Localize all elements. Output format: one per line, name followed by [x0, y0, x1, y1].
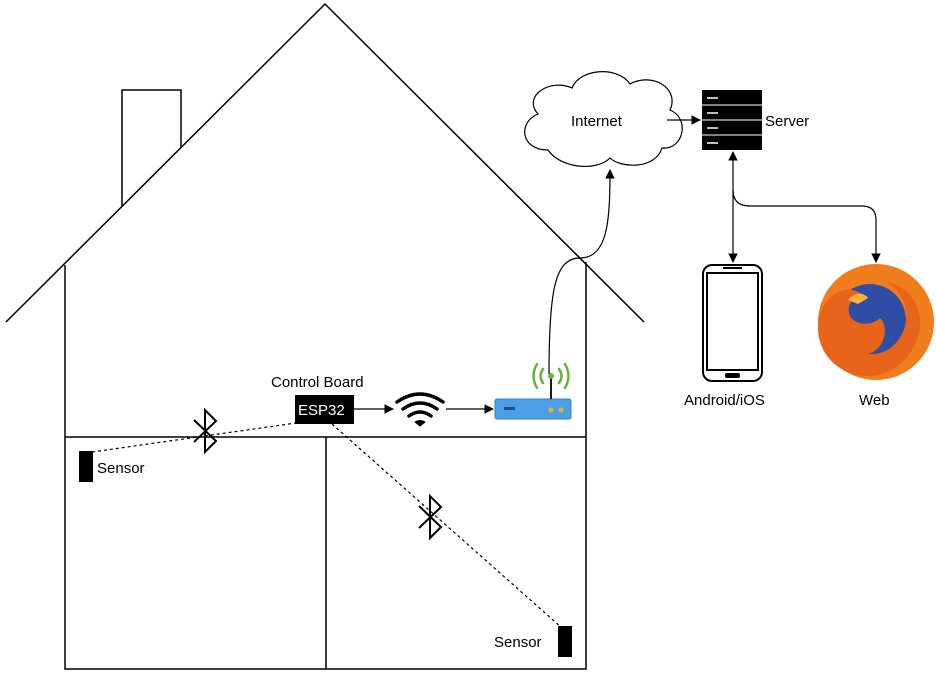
- firefox-icon: [818, 264, 934, 380]
- sensor-left-label: Sensor: [97, 460, 145, 477]
- wifi-icon: [395, 392, 445, 427]
- bluetooth-links: [91, 422, 563, 629]
- cloud-icon: [524, 71, 683, 167]
- bluetooth-link-right: [331, 423, 563, 629]
- link-server-web: [732, 189, 881, 263]
- sensor-right-device: [558, 626, 572, 657]
- server-icon: [702, 90, 762, 150]
- house-roof: [5, 2, 645, 323]
- esp32-label: ESP32: [298, 402, 345, 419]
- house: [5, 2, 645, 670]
- esp32-chip: [295, 395, 354, 424]
- bluetooth-icon: [193, 407, 218, 455]
- router-icon: [494, 362, 572, 420]
- bluetooth-icon: [418, 493, 443, 541]
- control-board-label: Control Board: [271, 374, 364, 391]
- link-router-internet: [548, 169, 615, 375]
- android-ios-label: Android/iOS: [684, 392, 765, 409]
- bluetooth-link-left: [91, 422, 297, 453]
- server-label: Server: [765, 113, 809, 130]
- chimney: [121, 89, 182, 206]
- sensor-right-label: Sensor: [494, 634, 542, 651]
- web-label: Web: [859, 392, 890, 409]
- phone-icon: [702, 264, 763, 382]
- sensor-left-device: [79, 451, 93, 482]
- internet-label: Internet: [571, 113, 623, 130]
